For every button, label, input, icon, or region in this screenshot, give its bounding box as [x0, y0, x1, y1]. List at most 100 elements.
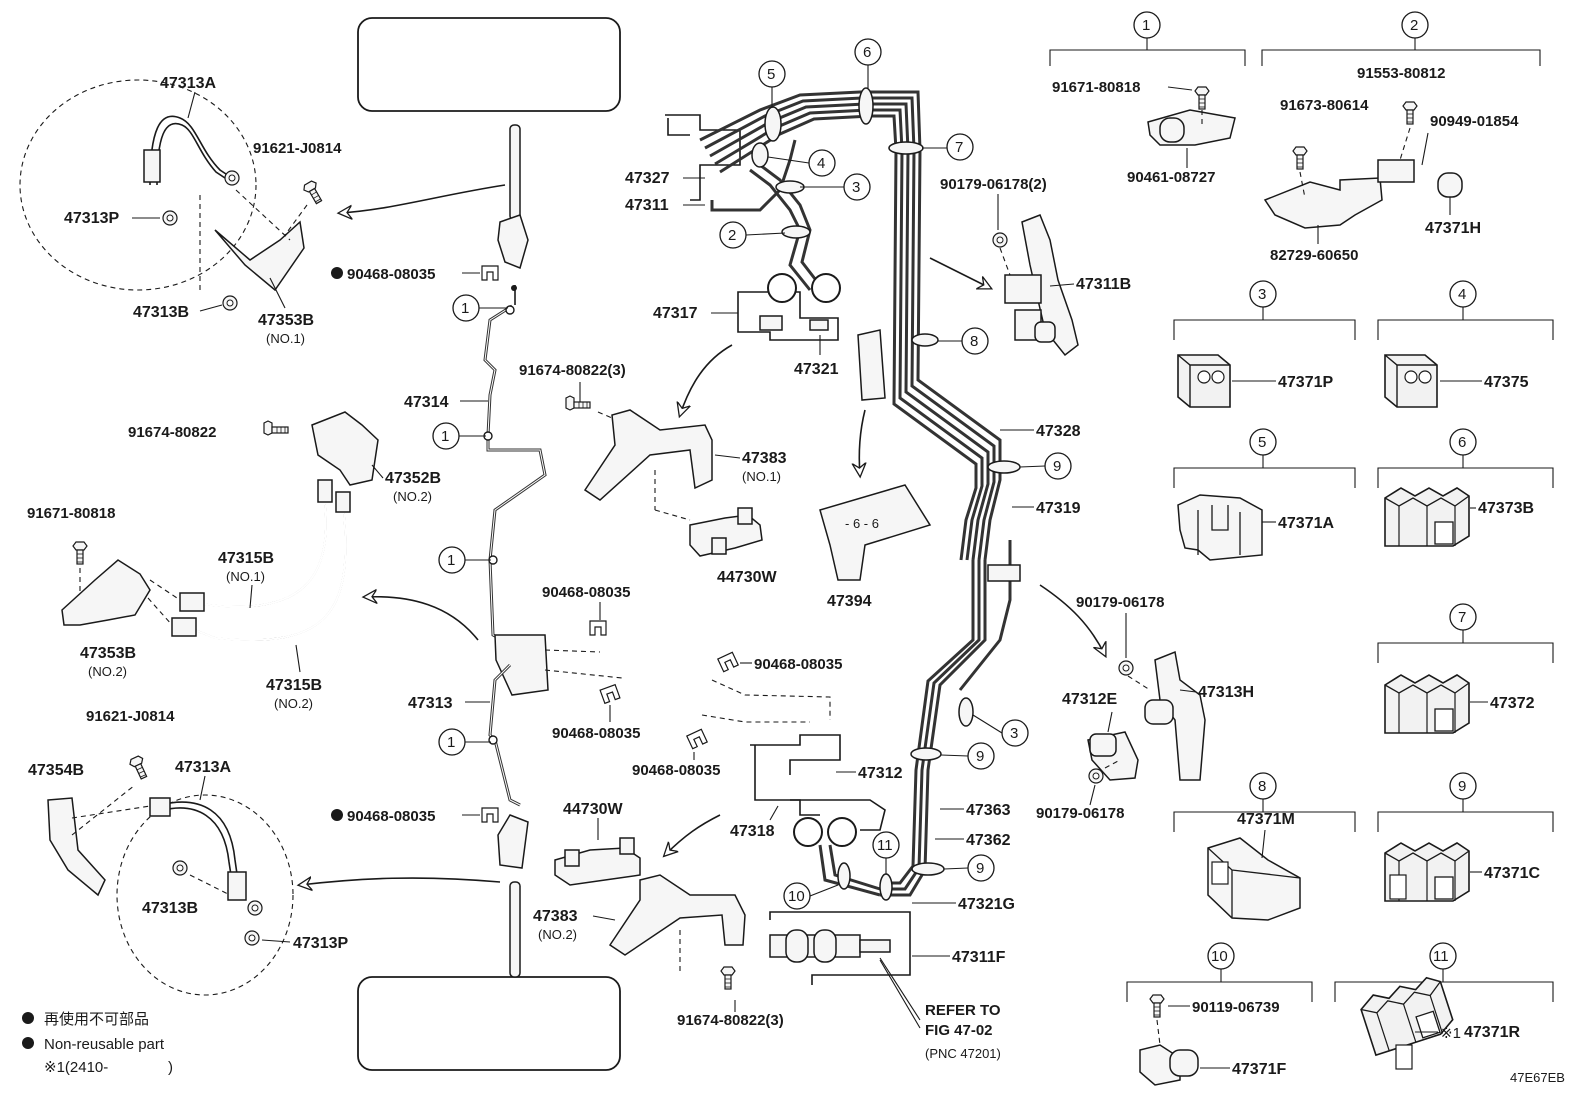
kit-4 [1377, 280, 1554, 408]
label-k2-d: 47371H [1425, 220, 1481, 237]
callout-7: 7 [955, 139, 963, 156]
label-k10-b: 47371F [1232, 1061, 1286, 1078]
legend-note-suffix: ) [168, 1059, 173, 1076]
label-91621-top: 91621-J0814 [253, 140, 342, 157]
label-47353B-no2-sub: (NO.2) [88, 664, 127, 679]
label-k4: 47375 [1484, 374, 1529, 391]
label-47319: 47319 [1036, 500, 1081, 517]
callout-4: 4 [817, 155, 825, 172]
kit-1 [1049, 11, 1246, 146]
kit-9 [1377, 772, 1554, 902]
label-47315B-no1-sub: (NO.1) [226, 569, 265, 584]
reference-box-top [357, 17, 621, 112]
label-k8: 47371M [1237, 811, 1295, 828]
label-k2-a: 91553-80812 [1357, 65, 1445, 82]
label-90468-e: 90468-08035 [552, 725, 640, 742]
callout-11: 11 [877, 837, 893, 854]
label-47314: 47314 [404, 394, 449, 411]
label-47315B-no2: 47315B [266, 677, 322, 694]
label-91671-left: 91671-80818 [27, 505, 115, 522]
callout-3-a: 3 [852, 179, 860, 196]
label-47362: 47362 [966, 832, 1011, 849]
label-k1-a: 91671-80818 [1052, 79, 1140, 96]
label-47313H: 47313H [1198, 684, 1254, 701]
label-k1-b: 90461-08727 [1127, 169, 1215, 186]
kit-6 [1377, 428, 1554, 547]
non-reusable-dot-icon-2 [331, 809, 343, 821]
label-91674-c: 91674-80822(3) [677, 1012, 784, 1029]
legend-en: Non-reusable part [44, 1036, 165, 1053]
callout-kit-1: 1 [1142, 17, 1150, 34]
kit-5 [1173, 428, 1356, 561]
brake-line-47314 [483, 124, 549, 978]
callout-8: 8 [970, 333, 978, 350]
kit-7 [1377, 603, 1554, 734]
legend-note-prefix: ※1(2410- [44, 1059, 108, 1076]
label-k5: 47371A [1278, 515, 1334, 532]
label-47311F: 47311F [952, 949, 1006, 966]
bracket-47394-group: - 6 - 6 [819, 329, 932, 581]
label-47313A-bot: 47313A [175, 759, 231, 776]
label-47352B-sub: (NO.2) [393, 489, 432, 504]
bottom-left-hose-group [47, 754, 294, 996]
non-reusable-dot-icon-legend-2 [22, 1037, 34, 1049]
bracket-47383-no1-group [565, 395, 763, 557]
callout-1-b: 1 [441, 428, 449, 445]
label-k11: 47371R [1464, 1024, 1520, 1041]
label-k2-e: 82729-60650 [1270, 247, 1358, 264]
label-47311: 47311 [625, 197, 669, 214]
label-47354B: 47354B [28, 762, 84, 779]
label-90179-b: 90179-06178 [1076, 594, 1164, 611]
callout-circles [432, 38, 1072, 910]
reference-box-bottom [357, 976, 621, 1071]
bracket-47311B-group [992, 214, 1079, 357]
callout-kit-11: 11 [1433, 948, 1449, 965]
kit-11 [1334, 942, 1554, 1070]
label-44730W-bot: 44730W [563, 801, 623, 818]
label-k3: 47371P [1278, 374, 1333, 391]
callout-kit-4: 4 [1458, 286, 1466, 303]
callout-2: 2 [728, 227, 736, 244]
label-47327: 47327 [625, 170, 670, 187]
label-47312E: 47312E [1062, 691, 1117, 708]
refer-line-1: REFER TO [925, 1002, 1001, 1019]
label-91621-bot: 91621-J0814 [86, 708, 175, 725]
callout-9-a: 9 [1053, 458, 1061, 475]
callout-kit-8: 8 [1258, 778, 1266, 795]
label-90468-a: 90468-08035 [347, 266, 435, 283]
label-k9: 47371C [1484, 865, 1540, 882]
label-47321G: 47321G [958, 896, 1015, 913]
label-47394: 47394 [827, 593, 872, 610]
kit-3 [1173, 280, 1356, 408]
top-left-hose-group [19, 79, 326, 311]
label-k2-c: 90949-01854 [1430, 113, 1519, 130]
diagram-id: 47E67EB [1510, 1070, 1565, 1085]
refer-line-2: FIG 47-02 [925, 1022, 993, 1039]
label-91674-b: 91674-80822(3) [519, 362, 626, 379]
label-47313A-top: 47313A [160, 75, 216, 92]
label-47315B-no2-sub: (NO.2) [274, 696, 313, 711]
label-k2-b: 91673-80614 [1280, 97, 1369, 114]
label-47353B-no1-sub: (NO.1) [266, 331, 305, 346]
label-47313B-top: 47313B [133, 304, 189, 321]
label-90468-f: 90468-08035 [632, 762, 720, 779]
callout-3-b: 3 [1010, 725, 1018, 742]
callout-kit-9: 9 [1458, 778, 1466, 795]
label-47383-no1: 47383 [742, 450, 787, 467]
label-47313P-bot: 47313P [293, 935, 348, 952]
label-k11-prefix: ※1 [1440, 1025, 1461, 1042]
label-90179-a: 90179-06178(2) [940, 176, 1047, 193]
label-47313B-bot: 47313B [142, 900, 198, 917]
bracket-47313H-group [1087, 650, 1206, 784]
callout-kit-6: 6 [1458, 434, 1466, 451]
kit-10 [1126, 942, 1313, 1086]
label-90468-c: 90468-08035 [542, 584, 630, 601]
non-reusable-dot-icon-legend-1 [22, 1012, 34, 1024]
label-47383-no2-sub: (NO.2) [538, 927, 577, 942]
refer-line-3: (PNC 47201) [925, 1046, 1001, 1061]
label-k10-a: 90119-06739 [1192, 999, 1280, 1016]
label-47315B-no1: 47315B [218, 550, 274, 567]
callout-kit-2: 2 [1410, 17, 1418, 34]
callout-kit-10: 10 [1211, 948, 1228, 965]
